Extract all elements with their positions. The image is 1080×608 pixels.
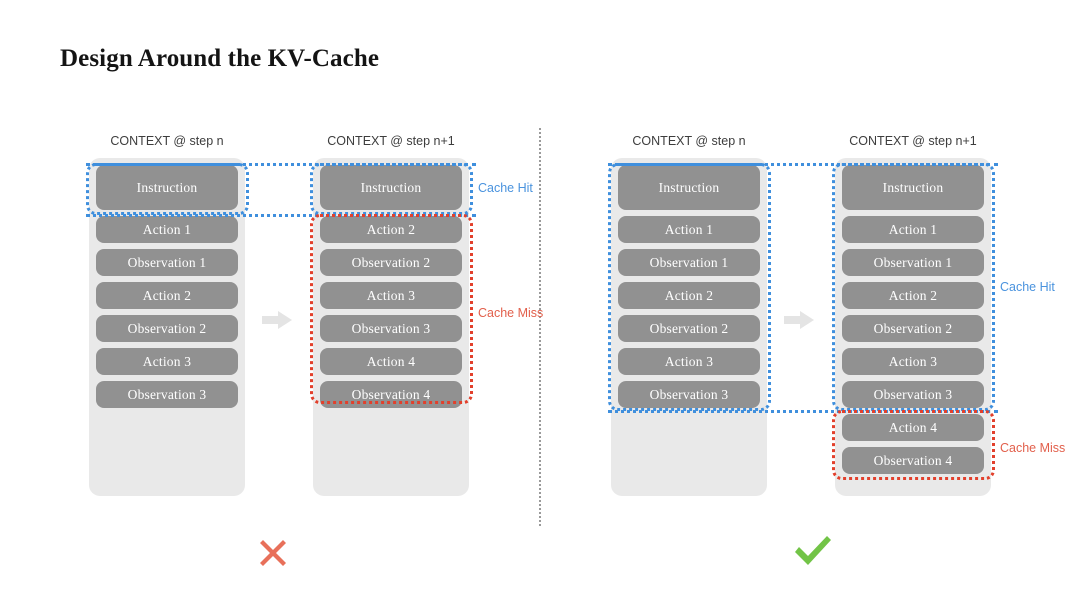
context-item[interactable]: Action 4: [842, 414, 984, 441]
column-container: Instruction Action 1 Observation 1 Actio…: [611, 158, 767, 496]
context-item[interactable]: Observation 1: [96, 249, 238, 276]
context-item[interactable]: Instruction: [618, 165, 760, 210]
context-item[interactable]: Observation 4: [842, 447, 984, 474]
context-item[interactable]: Observation 1: [618, 249, 760, 276]
context-item[interactable]: Action 3: [618, 348, 760, 375]
panel-bad-design: CONTEXT @ step n Instruction Action 1 Ob…: [86, 134, 544, 576]
context-item[interactable]: Action 4: [320, 348, 462, 375]
context-item[interactable]: Observation 2: [618, 315, 760, 342]
context-item[interactable]: Instruction: [96, 165, 238, 210]
column-container: Instruction Action 2 Observation 2 Actio…: [313, 158, 469, 496]
context-item[interactable]: Observation 4: [320, 381, 462, 408]
legend-cache-miss: Cache Miss: [478, 306, 544, 320]
context-item[interactable]: Action 2: [320, 216, 462, 243]
context-item[interactable]: Observation 3: [320, 315, 462, 342]
check-mark-icon: [790, 528, 836, 574]
panel-good-design: CONTEXT @ step n Instruction Action 1 Ob…: [540, 0, 1080, 608]
column-label: CONTEXT @ step n+1: [849, 134, 977, 148]
legend-cache-hit: Cache Hit: [478, 181, 533, 195]
context-item[interactable]: Observation 2: [96, 315, 238, 342]
page-title: Design Around the KV-Cache: [60, 45, 380, 72]
column-container: Instruction Action 1 Observation 1 Actio…: [835, 158, 991, 496]
context-item[interactable]: Observation 2: [320, 249, 462, 276]
column-label: CONTEXT @ step n: [110, 134, 224, 148]
context-item[interactable]: Observation 3: [842, 381, 984, 408]
context-item[interactable]: Action 3: [842, 348, 984, 375]
context-item[interactable]: Instruction: [320, 165, 462, 210]
context-item[interactable]: Action 2: [618, 282, 760, 309]
column-label: CONTEXT @ step n+1: [327, 134, 455, 148]
context-item[interactable]: Action 2: [96, 282, 238, 309]
context-item[interactable]: Observation 3: [618, 381, 760, 408]
context-item[interactable]: Observation 1: [842, 249, 984, 276]
cross-mark-icon: [250, 530, 296, 576]
context-item[interactable]: Action 3: [320, 282, 462, 309]
context-item[interactable]: Observation 3: [96, 381, 238, 408]
legend-cache-hit: Cache Hit: [1000, 280, 1055, 294]
context-item[interactable]: Action 1: [842, 216, 984, 243]
arrow-right-icon: [784, 311, 814, 329]
legend-cache-miss: Cache Miss: [1000, 441, 1066, 455]
context-item[interactable]: Observation 2: [842, 315, 984, 342]
context-item[interactable]: Instruction: [842, 165, 984, 210]
arrow-right-icon: [262, 311, 292, 329]
context-item[interactable]: Action 3: [96, 348, 238, 375]
column-label: CONTEXT @ step n: [632, 134, 746, 148]
context-item[interactable]: Action 2: [842, 282, 984, 309]
context-item[interactable]: Action 1: [96, 216, 238, 243]
column-container: Instruction Action 1 Observation 1 Actio…: [89, 158, 245, 496]
vertical-dotted-divider: [539, 128, 541, 526]
context-item[interactable]: Action 1: [618, 216, 760, 243]
